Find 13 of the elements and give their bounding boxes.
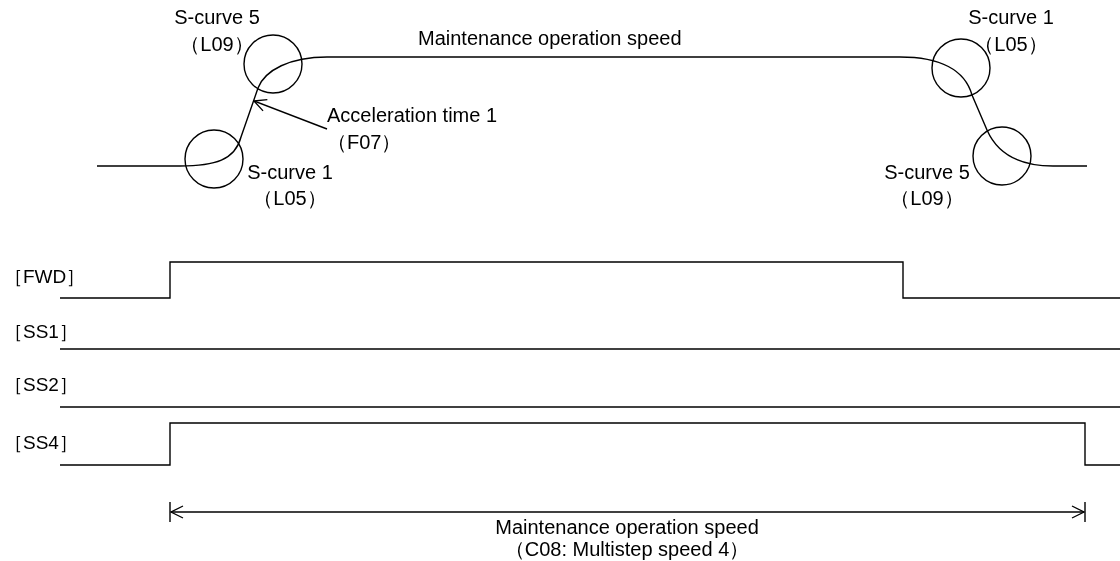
curve-label: S-curve 5 （L09） xyxy=(883,160,971,211)
dimension-label: Maintenance operation speed （C08: Multistep speed 4） xyxy=(494,516,760,560)
curve-label: S-curve 1 （L05） xyxy=(967,5,1055,57)
curve-label: S-curve 1 （L05） xyxy=(246,160,334,211)
curve-label: S-curve 5 （L09） xyxy=(173,5,261,57)
signal-name: ［SS4］ xyxy=(4,431,79,455)
speed-curve xyxy=(96,56,1088,167)
signal-name: ［FWD］ xyxy=(4,265,87,289)
signal-name: ［SS2］ xyxy=(4,373,79,397)
annotation-text: Acceleration time 1 （F07） xyxy=(327,102,517,156)
signal-name: ［SS1］ xyxy=(4,320,79,344)
leader-arrow xyxy=(253,99,328,130)
speed-label: Maintenance operation speed xyxy=(418,27,683,49)
